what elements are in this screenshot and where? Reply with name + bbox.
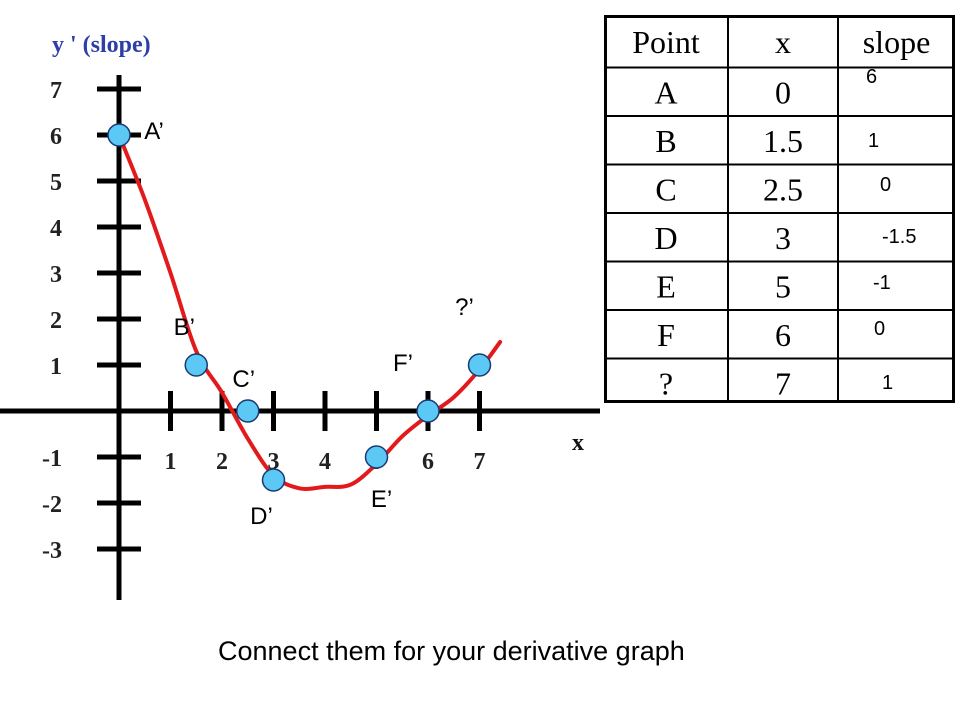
slope-value: 1 <box>868 130 880 152</box>
point-marker <box>416 399 440 423</box>
y-tick-label: -1 <box>42 446 62 472</box>
y-axis-label: y ' (slope) <box>52 32 151 58</box>
slope-value: -1.5 <box>882 226 917 248</box>
point-label: A’ <box>144 118 164 145</box>
x-tick-label: 6 <box>422 449 434 475</box>
derivative-curve <box>117 133 503 491</box>
y-tick-label: 5 <box>50 170 62 196</box>
table-header: Point <box>632 24 700 60</box>
point-marker <box>467 353 492 377</box>
point-label: D’ <box>250 503 273 530</box>
point-marker <box>261 468 286 492</box>
y-tick-label: 2 <box>50 308 62 334</box>
point-marker <box>184 353 208 377</box>
y-tick-label: 7 <box>50 78 62 104</box>
curve-layer <box>117 133 503 491</box>
slope-value: 0 <box>880 174 892 196</box>
table-cell-point: E <box>656 269 676 305</box>
slope-value: 1 <box>882 372 894 394</box>
table-cell-x: 0 <box>775 75 791 111</box>
table-rows: A 0B 1.5C 2.5D 3E 5F 6? 7 <box>654 75 803 402</box>
points-layer <box>107 123 492 492</box>
y-tick-label: 1 <box>50 354 62 380</box>
x-tick-label: 7 <box>474 449 486 475</box>
axes <box>0 75 600 600</box>
point-label: C’ <box>232 366 255 393</box>
y-tick-label: 4 <box>50 216 62 242</box>
x-tick-label: 3 <box>268 449 280 475</box>
point-labels: A’ B’ C’ D’ E’ F’ ?’ <box>144 118 474 530</box>
slope-value: 0 <box>874 318 886 340</box>
point-label: B’ <box>174 314 195 341</box>
x-tick-label: 2 <box>216 449 228 475</box>
point-label: E’ <box>371 486 392 513</box>
table-cell-x: 3 <box>775 220 791 256</box>
table-grid <box>604 15 955 403</box>
point-label: F’ <box>393 350 413 377</box>
y-tick-label: 3 <box>50 262 62 288</box>
point-marker <box>236 399 260 423</box>
table-cell-x: 1.5 <box>763 123 803 159</box>
slope-value: 6 <box>866 66 878 88</box>
table-cell-x: 5 <box>775 269 791 305</box>
derivative-graph: 12345677654321-1-2-3 A’B’C’D’E’F’?’ y ' … <box>0 32 600 600</box>
x-tick-label: 4 <box>319 449 331 475</box>
x-axis-label: x <box>572 430 584 456</box>
table-header: slope <box>863 24 931 60</box>
table-headers: Point x slope <box>632 24 930 60</box>
table-cell-x: 7 <box>775 366 791 402</box>
table-border <box>604 15 955 403</box>
caption: Connect them for your derivative graph <box>218 636 685 666</box>
table-cell-x: 2.5 <box>763 172 803 208</box>
tick-labels: 12345677654321-1-2-3 <box>42 78 486 564</box>
table-cell-point: C <box>655 172 676 208</box>
point-label: ?’ <box>455 294 474 321</box>
y-tick-label: -2 <box>42 492 62 518</box>
table-cell-x: 6 <box>775 317 791 353</box>
point-marker <box>364 445 389 469</box>
point-marker <box>107 123 131 147</box>
table-cell-point: ? <box>659 366 673 402</box>
table-header: x <box>775 24 791 60</box>
table-cell-point: B <box>655 123 676 159</box>
tick-marks <box>97 86 482 552</box>
y-tick-label: 6 <box>50 124 62 150</box>
x-tick-label: 1 <box>165 449 177 475</box>
table-cell-point: D <box>654 220 677 256</box>
table-cell-point: A <box>654 75 677 111</box>
table-cell-point: F <box>657 317 675 353</box>
slope-value: -1 <box>873 272 891 294</box>
y-tick-label: -3 <box>42 538 62 564</box>
